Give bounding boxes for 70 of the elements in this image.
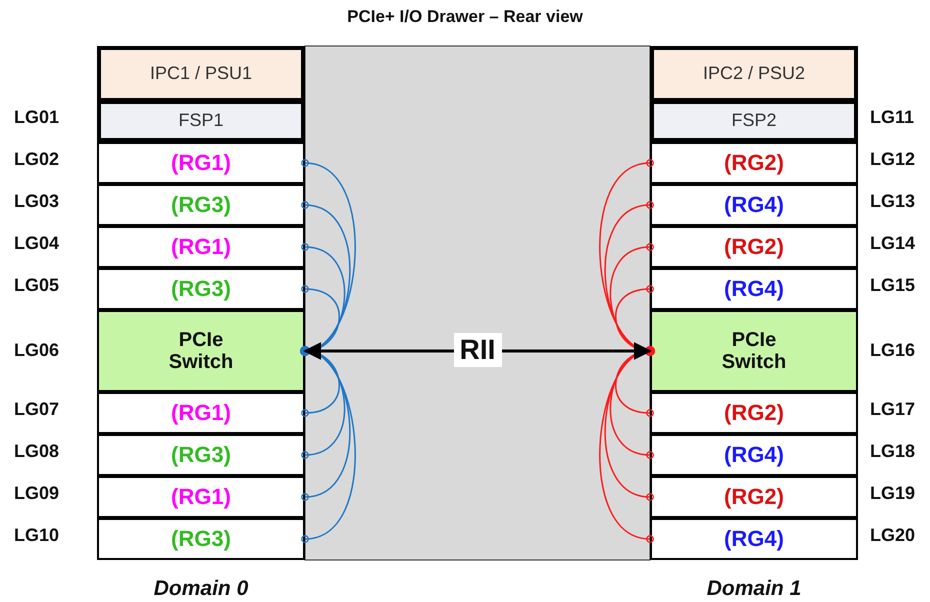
slot-label: (RG2) [724,150,784,176]
slot-label: (RG4) [724,442,784,468]
domain-label: Domain 1 [706,577,802,601]
slot-label: (RG2) [724,484,784,510]
slot-label: (RG2) [724,234,784,260]
power-supply-box [97,46,305,100]
location-label: LG04 [14,233,60,254]
location-label: LG15 [870,275,916,296]
slot-box [97,184,305,226]
slot-label: (RG3) [171,276,231,302]
slot-box [650,142,858,184]
slot-box [97,226,305,268]
slot-label: (RG1) [171,150,231,176]
slot-box [650,434,858,476]
location-label: LG10 [14,525,60,546]
cable-line [599,346,655,543]
slot-box [97,268,305,310]
location-label: LG06 [14,340,60,361]
location-label: LG03 [14,191,60,212]
slot-label: (RG3) [171,192,231,218]
location-label: LG17 [870,399,916,420]
slot-label: PCIe Switch [168,329,234,373]
location-label: LG16 [870,340,916,361]
slot-box [650,268,858,310]
slot-label: (RG4) [724,526,784,552]
switch-box [650,310,858,392]
slot-label: (RG4) [724,276,784,302]
slot-box [97,392,305,434]
location-label: LG09 [14,483,60,504]
slot-label: (RG3) [171,526,231,552]
slot-label: (RG1) [171,484,231,510]
slot-box [650,518,858,560]
slot-label: (RG2) [724,400,784,426]
slot-label: (RG3) [171,442,231,468]
switch-box [97,310,305,392]
location-label: LG18 [870,441,916,462]
slot-label: FSP1 [178,111,224,131]
location-label: LG02 [14,149,60,170]
slot-box [650,184,858,226]
slot-box [650,226,858,268]
slot-label: PCIe Switch [720,329,788,373]
location-label: LG20 [870,525,916,546]
slot-label: (RG1) [171,400,231,426]
service-processor-box [97,100,305,142]
location-label: LG07 [14,399,60,420]
slot-box [97,142,305,184]
location-label: LG05 [14,275,60,296]
edge-label: RII [454,333,502,367]
location-label: LG01 [14,107,60,128]
service-processor-box [650,100,858,142]
slot-box [650,392,858,434]
location-label: LG19 [870,483,916,504]
slot-box [650,476,858,518]
location-label: LG13 [870,191,916,212]
slot-box [97,434,305,476]
location-label: LG11 [870,107,914,128]
cable-line [300,346,356,543]
slot-label: (RG4) [724,192,784,218]
slot-label: IPC2 / PSU2 [702,64,806,84]
location-label: LG08 [14,441,60,462]
location-label: LG14 [870,233,916,254]
location-label: LG12 [870,149,916,170]
slot-box [97,476,305,518]
power-supply-box [650,46,858,100]
title: PCIe+ I/O Drawer – Rear view [346,7,584,27]
slot-label: FSP2 [731,111,777,131]
slot-label: IPC1 / PSU1 [150,64,252,84]
slot-box [97,518,305,560]
domain-label: Domain 0 [152,577,250,601]
slot-label: (RG1) [171,234,231,260]
